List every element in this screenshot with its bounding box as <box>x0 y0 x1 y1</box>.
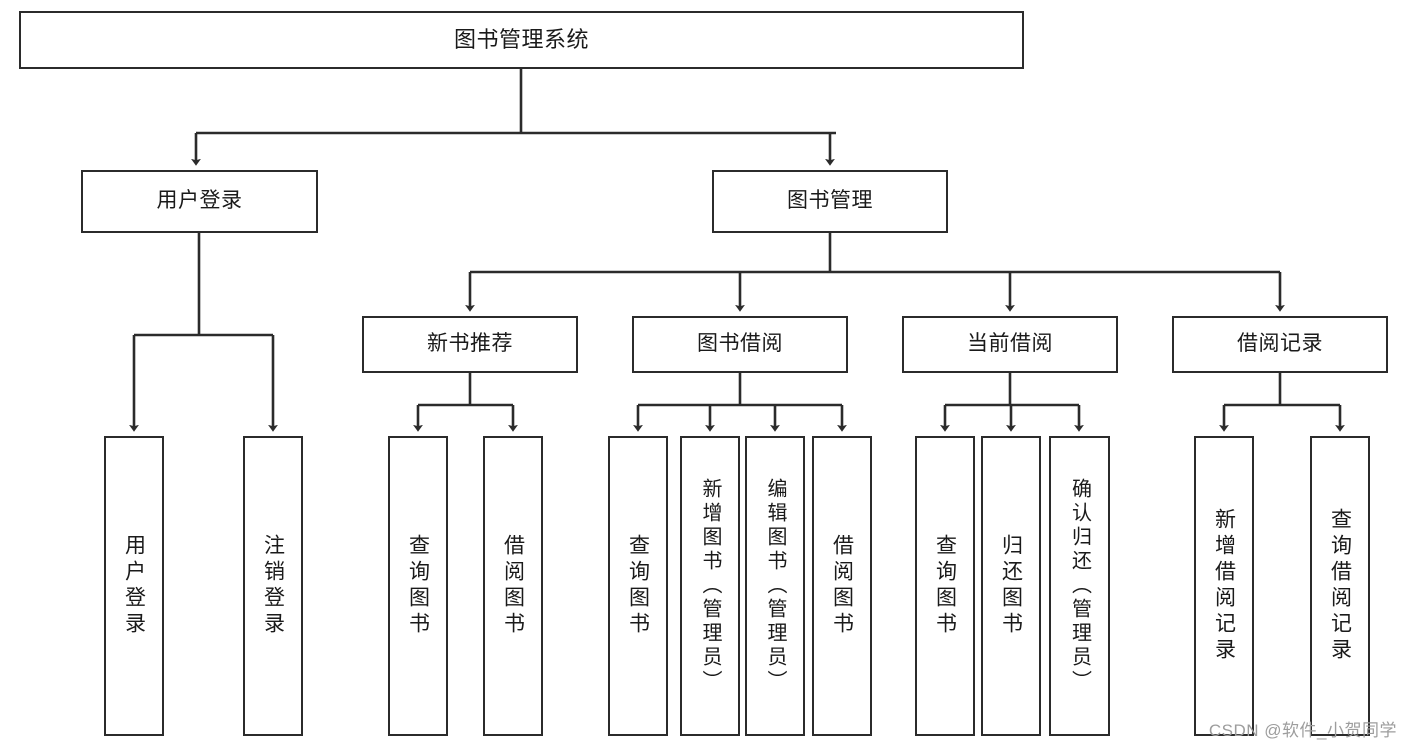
leaf-query-book-current[interactable]: 查询图书 <box>915 436 975 736</box>
leaf-borrow-book-rec[interactable]: 借阅图书 <box>483 436 543 736</box>
node-new-book-recommend[interactable]: 新书推荐 <box>362 316 578 373</box>
node-borrow-record-label: 借阅记录 <box>1237 332 1323 356</box>
leaf-query-borrow-record-label: 查询借阅记录 <box>1328 508 1352 664</box>
node-current-borrow-label: 当前借阅 <box>967 332 1053 356</box>
leaf-borrow-book-rec-label: 借阅图书 <box>501 534 525 638</box>
leaf-query-book-borrow-label: 查询图书 <box>626 534 650 638</box>
node-book-management-label: 图书管理 <box>787 189 873 213</box>
leaf-edit-book-admin-label: 编辑图书（管理员） <box>764 478 786 694</box>
leaf-query-book-rec[interactable]: 查询图书 <box>388 436 448 736</box>
leaf-add-borrow-record[interactable]: 新增借阅记录 <box>1194 436 1254 736</box>
leaf-borrow-book[interactable]: 借阅图书 <box>812 436 872 736</box>
leaf-query-book-rec-label: 查询图书 <box>406 534 430 638</box>
leaf-query-borrow-record[interactable]: 查询借阅记录 <box>1310 436 1370 736</box>
leaf-confirm-return-admin-label: 确认归还（管理员） <box>1068 478 1091 694</box>
leaf-user-login[interactable]: 用户登录 <box>104 436 164 736</box>
node-user-login-label: 用户登录 <box>156 189 243 213</box>
leaf-borrow-book-label: 借阅图书 <box>830 534 854 638</box>
leaf-return-book-label: 归还图书 <box>999 534 1023 638</box>
node-user-login[interactable]: 用户登录 <box>81 170 318 233</box>
node-book-borrow-label: 图书借阅 <box>697 332 783 356</box>
leaf-return-book[interactable]: 归还图书 <box>981 436 1041 736</box>
leaf-logout[interactable]: 注销登录 <box>243 436 303 736</box>
leaf-add-book-admin-label: 新增图书（管理员） <box>699 478 721 694</box>
leaf-query-book-borrow[interactable]: 查询图书 <box>608 436 668 736</box>
leaf-edit-book-admin[interactable]: 编辑图书（管理员） <box>745 436 805 736</box>
leaf-confirm-return-admin[interactable]: 确认归还（管理员） <box>1049 436 1110 736</box>
node-book-borrow[interactable]: 图书借阅 <box>632 316 848 373</box>
node-book-management[interactable]: 图书管理 <box>712 170 948 233</box>
leaf-add-borrow-record-label: 新增借阅记录 <box>1212 508 1236 664</box>
leaf-add-book-admin[interactable]: 新增图书（管理员） <box>680 436 740 736</box>
node-new-book-recommend-label: 新书推荐 <box>427 332 513 356</box>
watermark: CSDN @软件_小贺同学 <box>1208 721 1397 740</box>
leaf-query-book-current-label: 查询图书 <box>933 534 957 638</box>
node-root-label: 图书管理系统 <box>453 27 589 53</box>
node-current-borrow[interactable]: 当前借阅 <box>902 316 1118 373</box>
node-root[interactable]: 图书管理系统 <box>19 11 1024 69</box>
node-borrow-record[interactable]: 借阅记录 <box>1172 316 1388 373</box>
leaf-user-login-label: 用户登录 <box>122 534 146 638</box>
leaf-logout-label: 注销登录 <box>261 534 285 638</box>
